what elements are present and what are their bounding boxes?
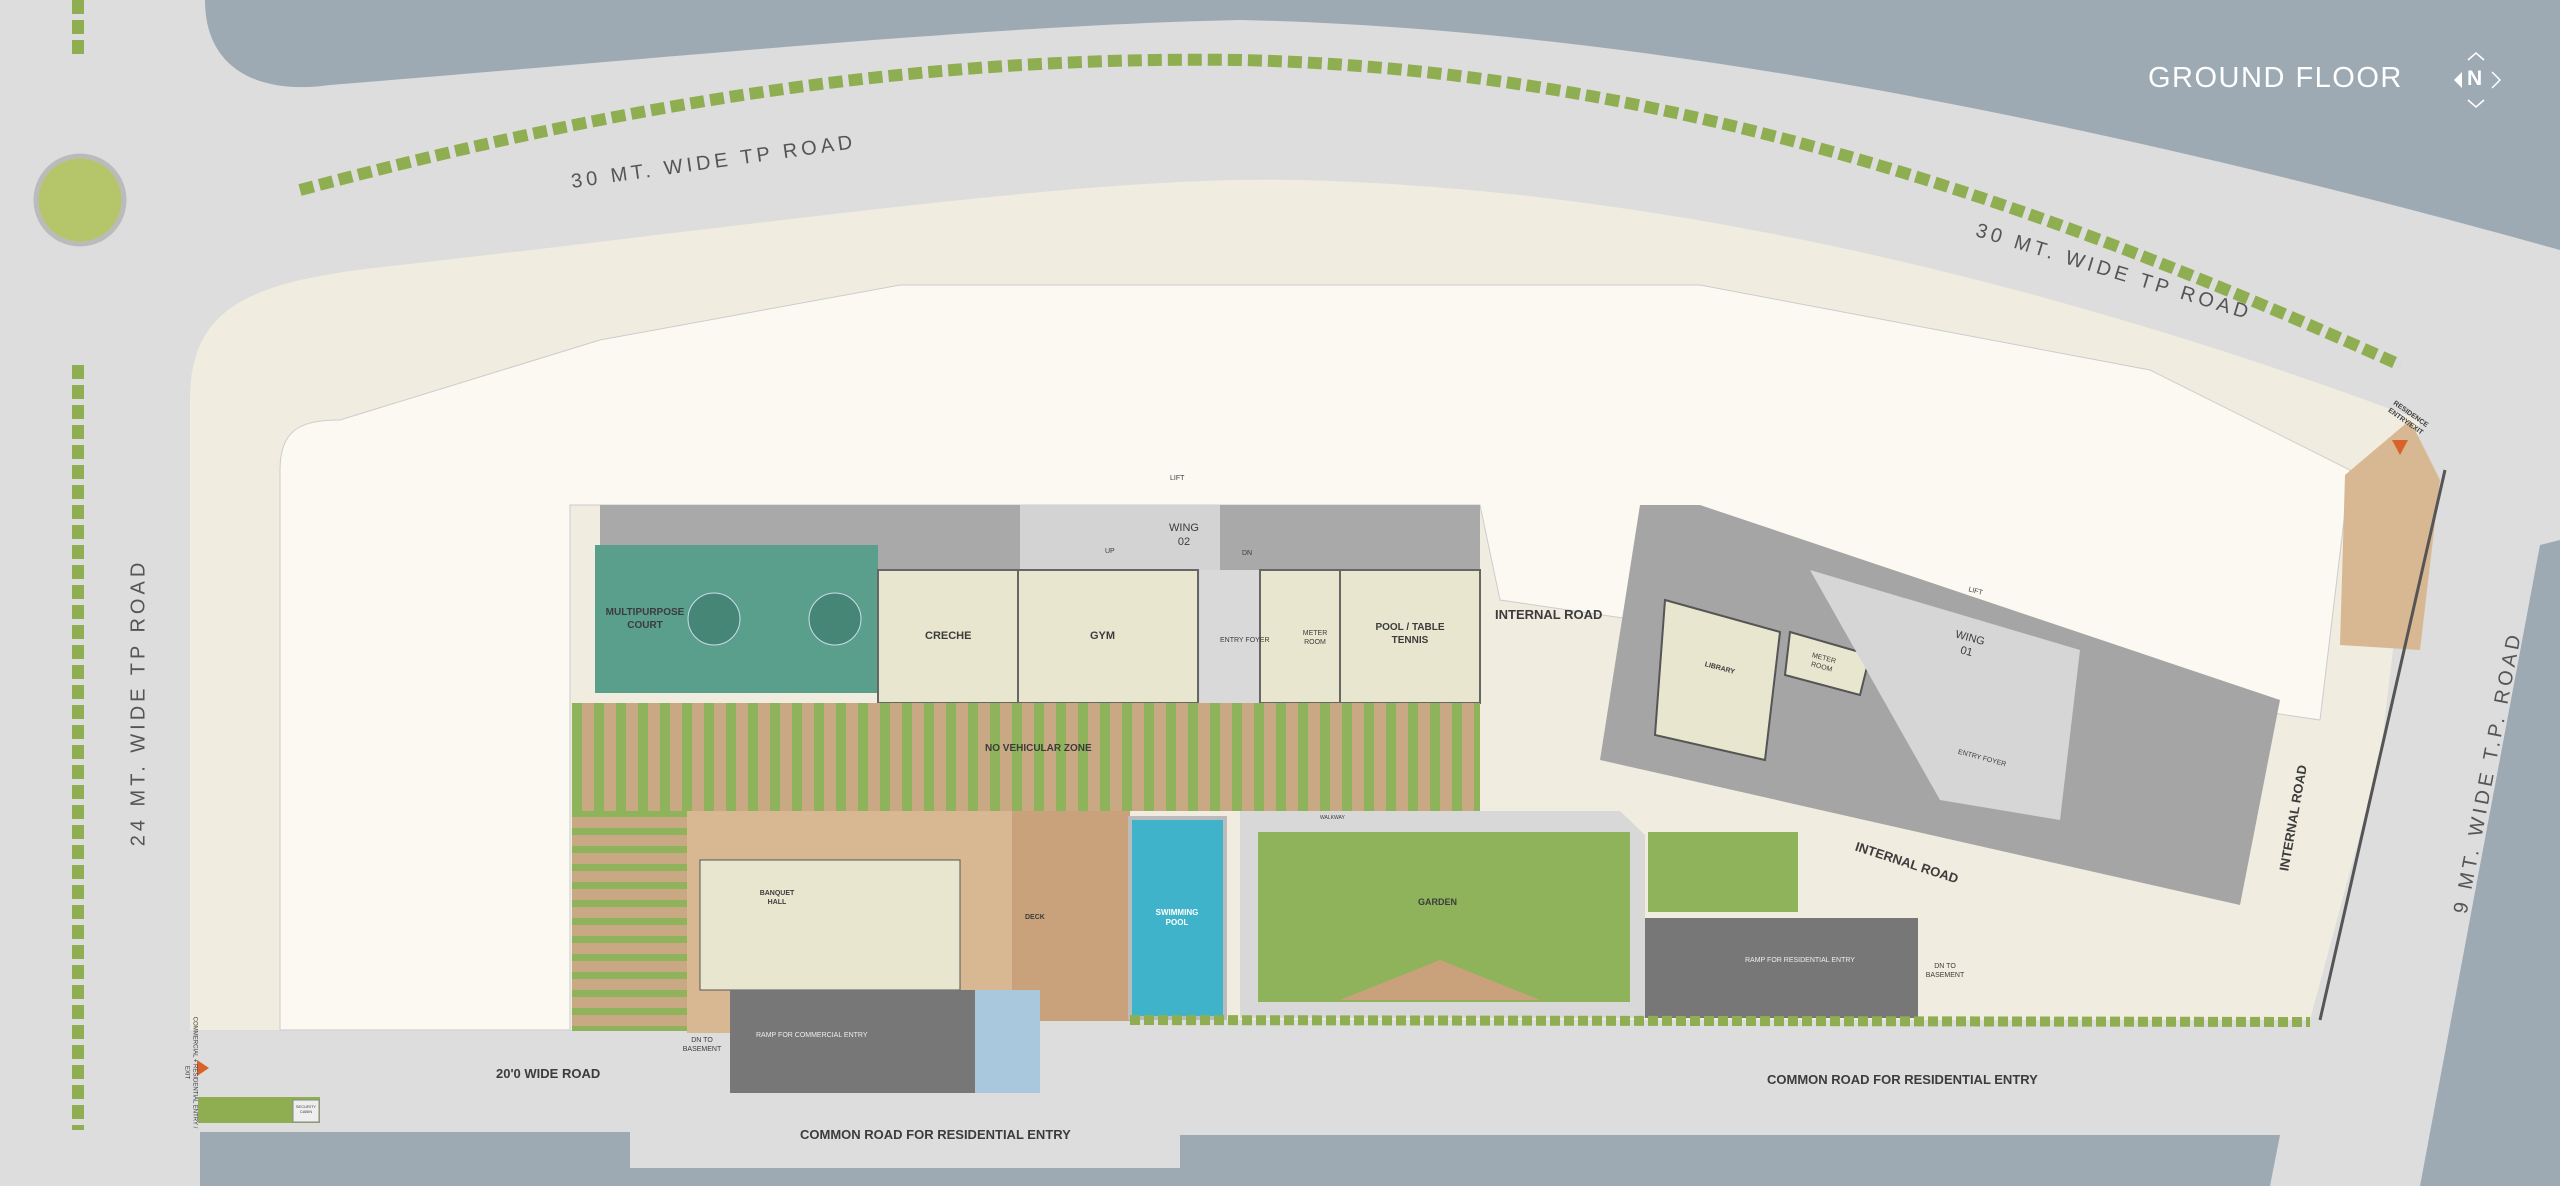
banquet-hall xyxy=(699,859,961,991)
pool-table-tennis xyxy=(1339,569,1481,704)
label-deck: DECK xyxy=(1025,914,1045,921)
road-label-20ft: 20'0 WIDE ROAD xyxy=(496,1066,601,1081)
road-label-left: 24 MT. WIDE TP ROAD xyxy=(127,558,150,847)
deck xyxy=(1012,811,1130,1021)
no-vehicular-zone xyxy=(572,703,1480,811)
library xyxy=(1653,598,1782,762)
label-meter-room-2: METER ROOM xyxy=(1302,630,1328,646)
tree-row xyxy=(298,53,2403,371)
label-commercial-entry: COMMERCIAL + RESIDENTIAL ENTRY / EXIT xyxy=(184,1016,198,1129)
north-arrow-icon xyxy=(2454,52,2502,108)
label-swimming-pool: SWIMMING POOL xyxy=(1155,908,1199,927)
label-multipurpose-court: MULTIPURPOSE COURT xyxy=(605,607,685,631)
water-bottom xyxy=(200,1132,2280,1186)
swimming-pool xyxy=(1128,816,1227,1020)
label-banquet-hall: BANQUET HALL xyxy=(759,890,795,906)
water-right xyxy=(2420,540,2560,1186)
road-label-internal-1: INTERNAL ROAD xyxy=(1495,607,1603,622)
label-ramp-residential: RAMP FOR RESIDENTIAL ENTRY xyxy=(1745,957,1855,964)
north-compass: N xyxy=(2448,52,2504,108)
creche xyxy=(877,569,1019,704)
page-title: GROUND FLOOR xyxy=(2148,62,2403,94)
label-garden: GARDEN xyxy=(1418,897,1458,907)
ramp-residential xyxy=(1645,918,1918,1018)
label-lift-2: LIFT xyxy=(1170,475,1185,482)
label-up-2: UP xyxy=(1105,548,1115,555)
road-label-common-right: COMMON ROAD FOR RESIDENTIAL ENTRY xyxy=(1767,1072,2038,1087)
label-creche: CRECHE xyxy=(925,630,972,642)
residence-entry-arrow xyxy=(2392,440,2408,455)
north-label: N xyxy=(2467,67,2483,90)
label-dn-basement-1: DN TO BASEMENT xyxy=(682,1037,722,1053)
label-walkway: WALKWAY xyxy=(1320,815,1345,821)
label-wing-02: WING 02 xyxy=(1169,522,1199,548)
label-ramp-commercial: RAMP FOR COMMERCIAL ENTRY xyxy=(756,1032,868,1039)
label-dn-2: DN xyxy=(1242,550,1253,557)
label-no-vehicular-zone: NO VEHICULAR ZONE xyxy=(985,743,1092,754)
ramp-commercial xyxy=(730,990,975,1093)
label-dn-basement-2: DN TO BASEMENT xyxy=(1925,963,1965,979)
label-security-cabin: SECURITY CABIN xyxy=(295,1104,317,1114)
label-entry-foyer-2: ENTRY FOYER xyxy=(1220,637,1270,644)
label-gym: GYM xyxy=(1090,630,1116,642)
label-pool-table-tennis: POOL / TABLE TENNIS xyxy=(1375,622,1445,646)
commercial-entry-arrow xyxy=(197,1060,209,1076)
water-top xyxy=(205,0,2560,250)
roundabout xyxy=(33,153,127,247)
road-label-common-bottom: COMMON ROAD FOR RESIDENTIAL ENTRY xyxy=(800,1127,1071,1142)
